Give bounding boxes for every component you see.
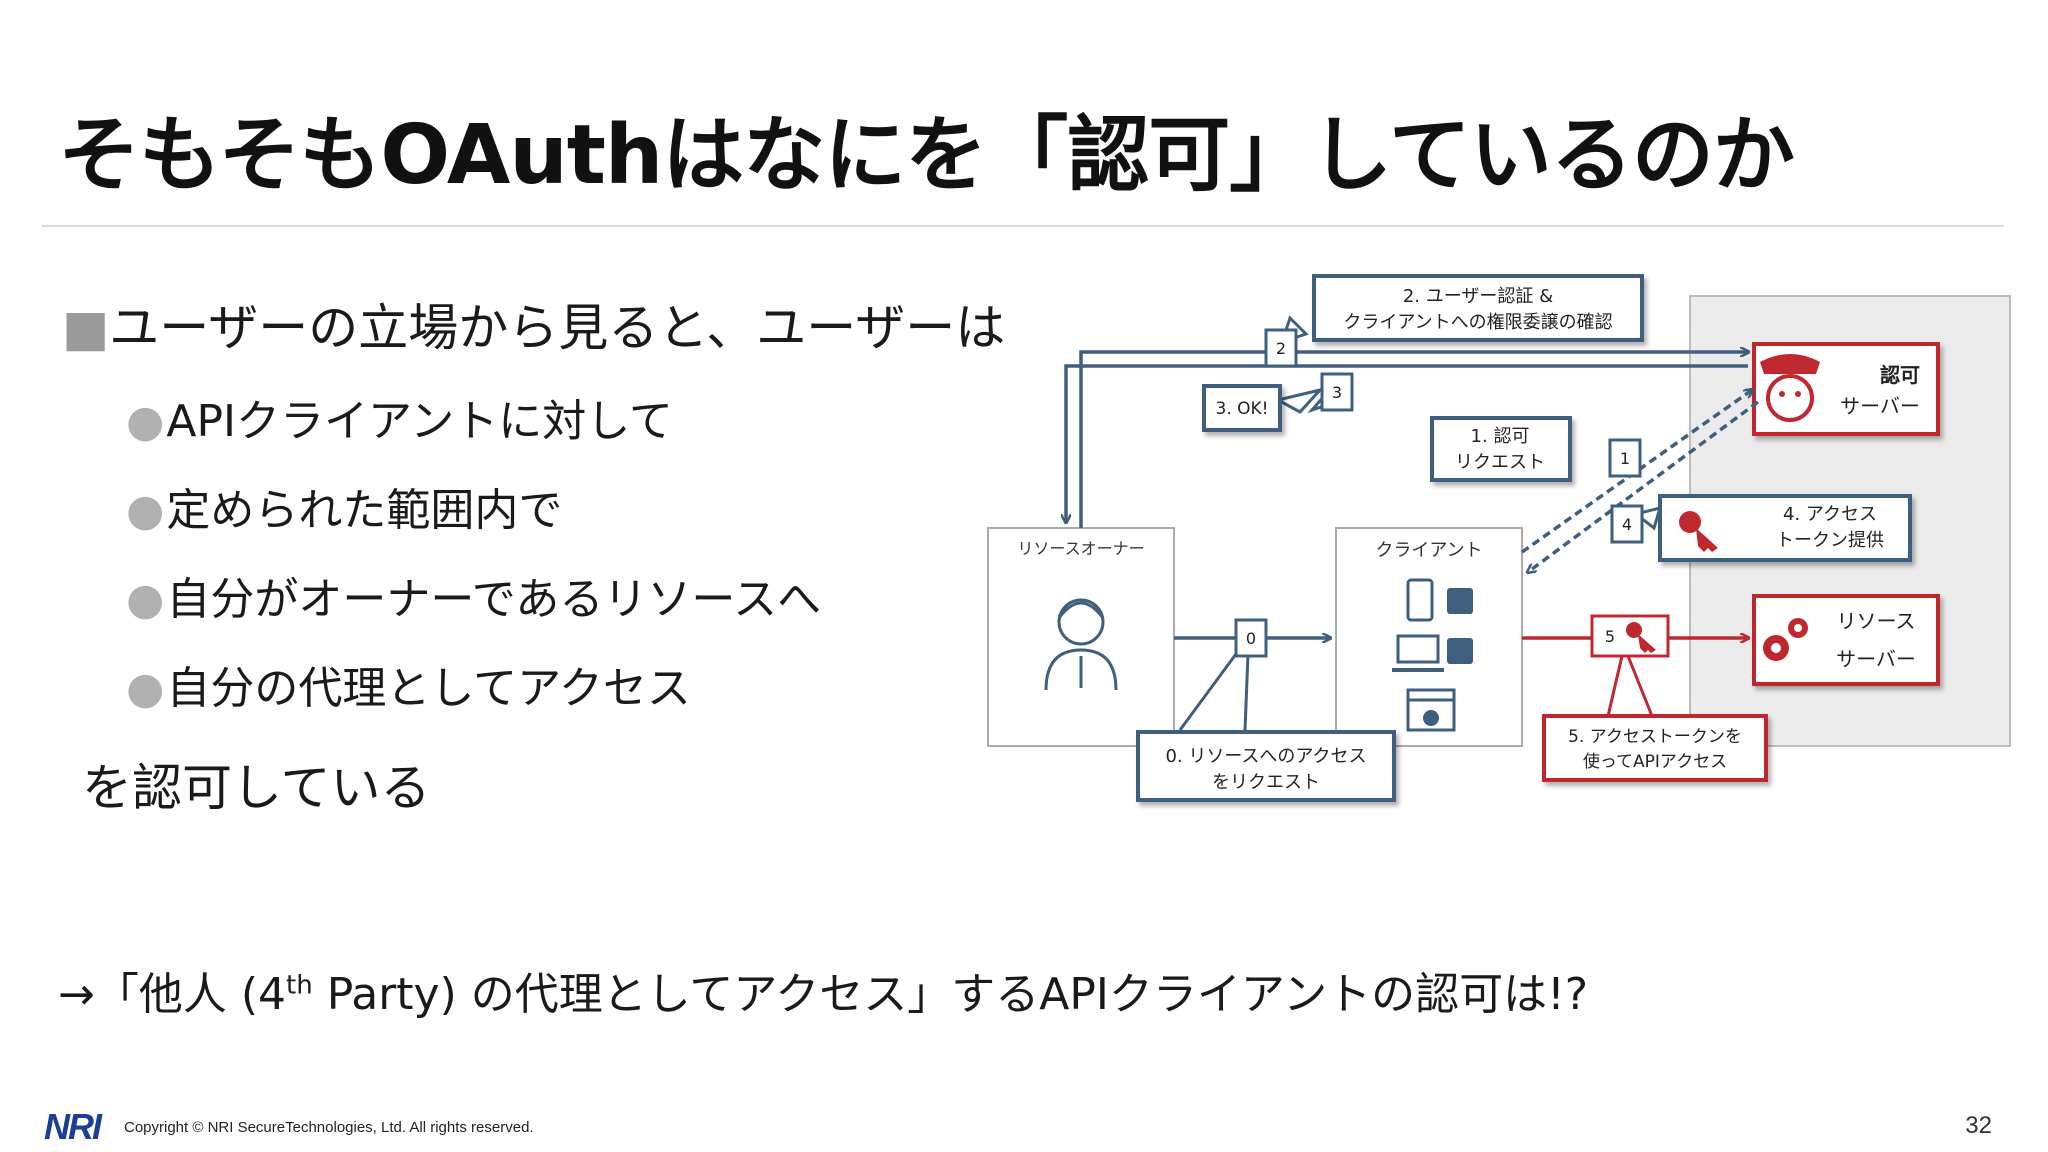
resource-server-label: サーバー (1836, 647, 1916, 671)
user-icon (1044, 598, 1118, 691)
bullet-item: ●定められた範囲内で (126, 474, 562, 538)
step-number: 5 (1605, 627, 1615, 646)
circle-bullet-icon: ● (126, 574, 165, 625)
callout-step5 (1542, 714, 1768, 782)
step-number: 0 (1246, 629, 1256, 648)
bullet-item: ●自分がオーナーであるリソースへ (126, 563, 821, 627)
callout-step0 (1136, 730, 1396, 802)
callout-step4-text: トークン提供 (1776, 530, 1884, 551)
step-number: 3 (1332, 383, 1342, 402)
callout-step2 (1312, 274, 1644, 342)
square-bullet-icon: ■ (62, 299, 110, 357)
step-badge-2 (1264, 328, 1298, 368)
lead-label: ユーザーの立場から見ると、ユーザーは (109, 299, 1006, 357)
bullet-item: ●APIクライアントに対して (126, 385, 673, 449)
key-icon (1679, 511, 1718, 552)
slide-title: そもそもOAuthはなにを「認可」しているのか (58, 108, 1795, 203)
callout-pointer (1606, 655, 1654, 717)
client-label: クライアント (1375, 540, 1482, 561)
copyright-text: Copyright © NRI SecureTechnologies, Ltd.… (124, 1119, 534, 1136)
bullet-label: APIクライアントに対して (166, 396, 673, 447)
app-badge-icon (1447, 638, 1473, 664)
mobile-phone-icon (1406, 578, 1434, 622)
step-number: 2 (1276, 339, 1286, 358)
flow-arrow-2 (1079, 352, 1748, 528)
callout-step0-text: 0. リソースへのアクセス (1165, 746, 1366, 767)
tail-text: を認可している (82, 759, 431, 817)
callout-step1-text: リクエスト (1455, 452, 1545, 473)
circle-bullet-icon: ● (126, 485, 165, 536)
bottom-question: →「他人 (4th Party) の代理としてアクセス」するAPIクライアントの… (58, 969, 1589, 1020)
app-badge-icon (1447, 588, 1473, 614)
resource-owner-node (987, 527, 1175, 747)
callout-pointer (1273, 387, 1325, 414)
flow-arrow-4 (1528, 400, 1760, 572)
laptop-icon (1392, 634, 1444, 672)
flow-arrow-1 (1520, 390, 1752, 554)
callout-step4-text: 4. アクセス (1783, 504, 1877, 525)
step-number: 1 (1620, 449, 1630, 468)
page-number: 32 (1965, 1112, 1992, 1139)
callout-step1-text: 1. 認可 (1471, 426, 1530, 447)
callout-step5-text: 5. アクセストークンを (1568, 727, 1742, 747)
bullet-item: ●自分の代理としてアクセス (126, 652, 691, 716)
callout-step5-text: 使ってAPIアクセス (1583, 751, 1727, 772)
step-badge-0 (1234, 618, 1268, 658)
resource-owner-label: リソースオーナー (1017, 539, 1144, 558)
auth-server-label: 認可 (1880, 363, 1920, 387)
resource-server-label: リソース (1837, 609, 1916, 633)
callout-step3-text: 3. OK! (1216, 399, 1269, 419)
callout-step0-text: をリクエスト (1212, 772, 1320, 793)
bullet-label: 自分がオーナーであるリソースへ (166, 574, 822, 625)
web-app-icon (1406, 688, 1456, 732)
circle-bullet-icon: ● (126, 663, 165, 714)
circle-bullet-icon: ● (126, 396, 165, 447)
callout-step1 (1430, 416, 1572, 482)
callout-step2-text: 2. ユーザー認証 & (1403, 286, 1553, 307)
auth-server-label: サーバー (1840, 394, 1920, 418)
callout-pointer (1178, 653, 1250, 731)
callout-step3 (1202, 384, 1282, 432)
lead-text: ■ユーザーの立場から見ると、ユーザーは (62, 288, 1005, 360)
key-icon (1626, 622, 1656, 653)
flow-arrow-3 (1066, 364, 1748, 522)
title-divider (42, 225, 2004, 227)
nri-logo: NRI (44, 1106, 102, 1147)
gears-icon (1763, 618, 1808, 661)
step-badge-3 (1320, 372, 1354, 412)
police-officer-icon (1760, 354, 1820, 422)
bullet-label: 定められた範囲内で (166, 485, 563, 536)
step-badge-4 (1610, 504, 1644, 544)
step-badge-1 (1608, 438, 1642, 478)
bullet-label: 自分の代理としてアクセス (166, 663, 691, 714)
callout-step2-text: クライアントへの権限委譲の確認 (1343, 312, 1612, 333)
step-number: 4 (1622, 515, 1632, 534)
